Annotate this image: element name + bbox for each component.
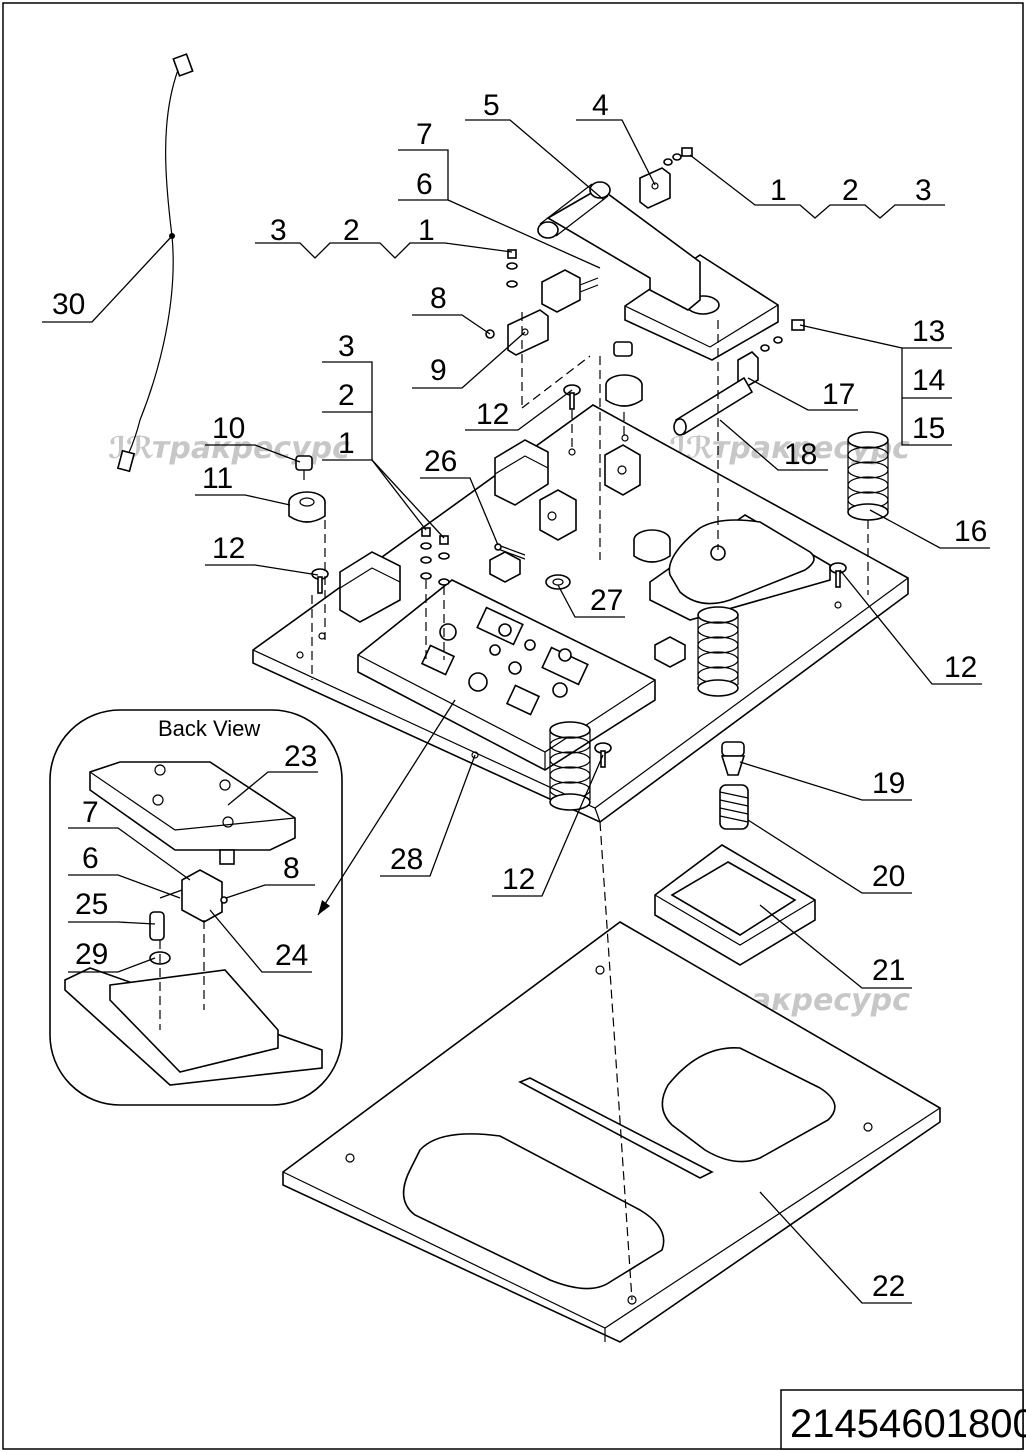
callout-30: 30 [52, 288, 85, 321]
callout-3: 3 [338, 330, 355, 363]
callout-3: 3 [270, 214, 287, 247]
callout-2: 2 [338, 379, 355, 412]
part-16-spring-lower [549, 721, 591, 811]
callout-1: 1 [418, 214, 435, 247]
part-5-pedal-arm [537, 181, 779, 361]
callout-25: 25 [75, 888, 108, 921]
callout-13: 13 [912, 315, 945, 348]
part-10-cap-screw [295, 455, 313, 480]
callout-2: 2 [842, 174, 859, 207]
screw-stack-right [760, 319, 805, 352]
small-block-2 [654, 636, 686, 668]
callout-8: 8 [430, 282, 447, 315]
callout-26: 26 [424, 445, 457, 478]
screw-stack-top [663, 147, 693, 166]
part-18-shaft [673, 376, 754, 436]
callout-9: 9 [430, 354, 447, 387]
screw-stack-left [420, 527, 450, 586]
callout-6: 6 [416, 168, 433, 201]
callout-12: 12 [502, 863, 535, 896]
part-11-spacer [288, 491, 326, 523]
bracket-upper [494, 439, 549, 506]
callout-2: 2 [343, 214, 360, 247]
spacer-upper [605, 341, 643, 407]
callout-10: 10 [212, 412, 245, 445]
bracket-left [339, 551, 401, 623]
watermark-1: ℐℛ тракресурс [108, 431, 350, 466]
part-20-small-spring [719, 784, 749, 830]
callout-22: 22 [872, 1270, 905, 1303]
callout-21: 21 [872, 954, 905, 987]
callout-6: 6 [82, 842, 99, 875]
callout-14: 14 [912, 364, 945, 397]
back-view-title: Back View [158, 716, 260, 741]
callout-7: 7 [416, 118, 433, 151]
watermark-text: тракресурс [152, 431, 350, 466]
part-16-spring-upper [847, 431, 889, 521]
callout-1: 1 [770, 174, 787, 207]
callout-29: 29 [75, 938, 108, 971]
screw-stack-mid [506, 249, 518, 288]
part-16-spring-middle [697, 606, 739, 697]
switch-mini [541, 269, 599, 313]
callout-18: 18 [784, 438, 817, 471]
document-number-box: 214546018001 [780, 1389, 1026, 1450]
leader-lines [42, 119, 990, 1304]
part-27-washer [545, 574, 571, 590]
callout-27: 27 [590, 584, 623, 617]
part-22-base-plate [282, 921, 941, 1343]
back-view-inset: Back View [49, 709, 343, 1106]
part-26-pin [494, 543, 526, 560]
callout-5: 5 [483, 89, 500, 122]
callout-17: 17 [822, 378, 855, 411]
part-21-frame [654, 844, 816, 966]
callout-12: 12 [212, 532, 245, 565]
callout-12: 12 [476, 398, 509, 431]
assembly-axes [311, 312, 869, 1301]
part-30-cable [116, 53, 194, 473]
part-12-screw-c [829, 562, 847, 588]
callout-23: 23 [284, 740, 317, 773]
part-19-plug [720, 741, 746, 776]
callout-4: 4 [592, 89, 609, 122]
callouts: 30 3 2 1 7 6 5 4 1 2 3 8 9 3 2 1 12 10 1… [52, 89, 987, 1303]
callout-19: 19 [872, 767, 905, 800]
callout-8: 8 [283, 852, 300, 885]
callout-24: 24 [275, 939, 308, 972]
callout-20: 20 [872, 860, 905, 893]
part-12-screw-d [594, 742, 612, 768]
callout-3: 3 [915, 174, 932, 207]
document-number: 214546018001 [790, 1402, 1026, 1446]
part-12-screw-a [563, 384, 581, 410]
callout-16: 16 [954, 515, 987, 548]
callout-7: 7 [82, 796, 99, 829]
block-right [604, 444, 641, 496]
callout-28: 28 [390, 843, 423, 876]
callout-1: 1 [338, 427, 355, 460]
part-4-switch [639, 167, 671, 209]
part-9-bracket [507, 309, 549, 356]
block-upper [539, 489, 577, 541]
callout-15: 15 [912, 412, 945, 445]
callout-11: 11 [202, 462, 233, 495]
callout-12: 12 [944, 651, 977, 684]
right-housing [649, 514, 831, 621]
cylinder-boss [633, 529, 671, 563]
